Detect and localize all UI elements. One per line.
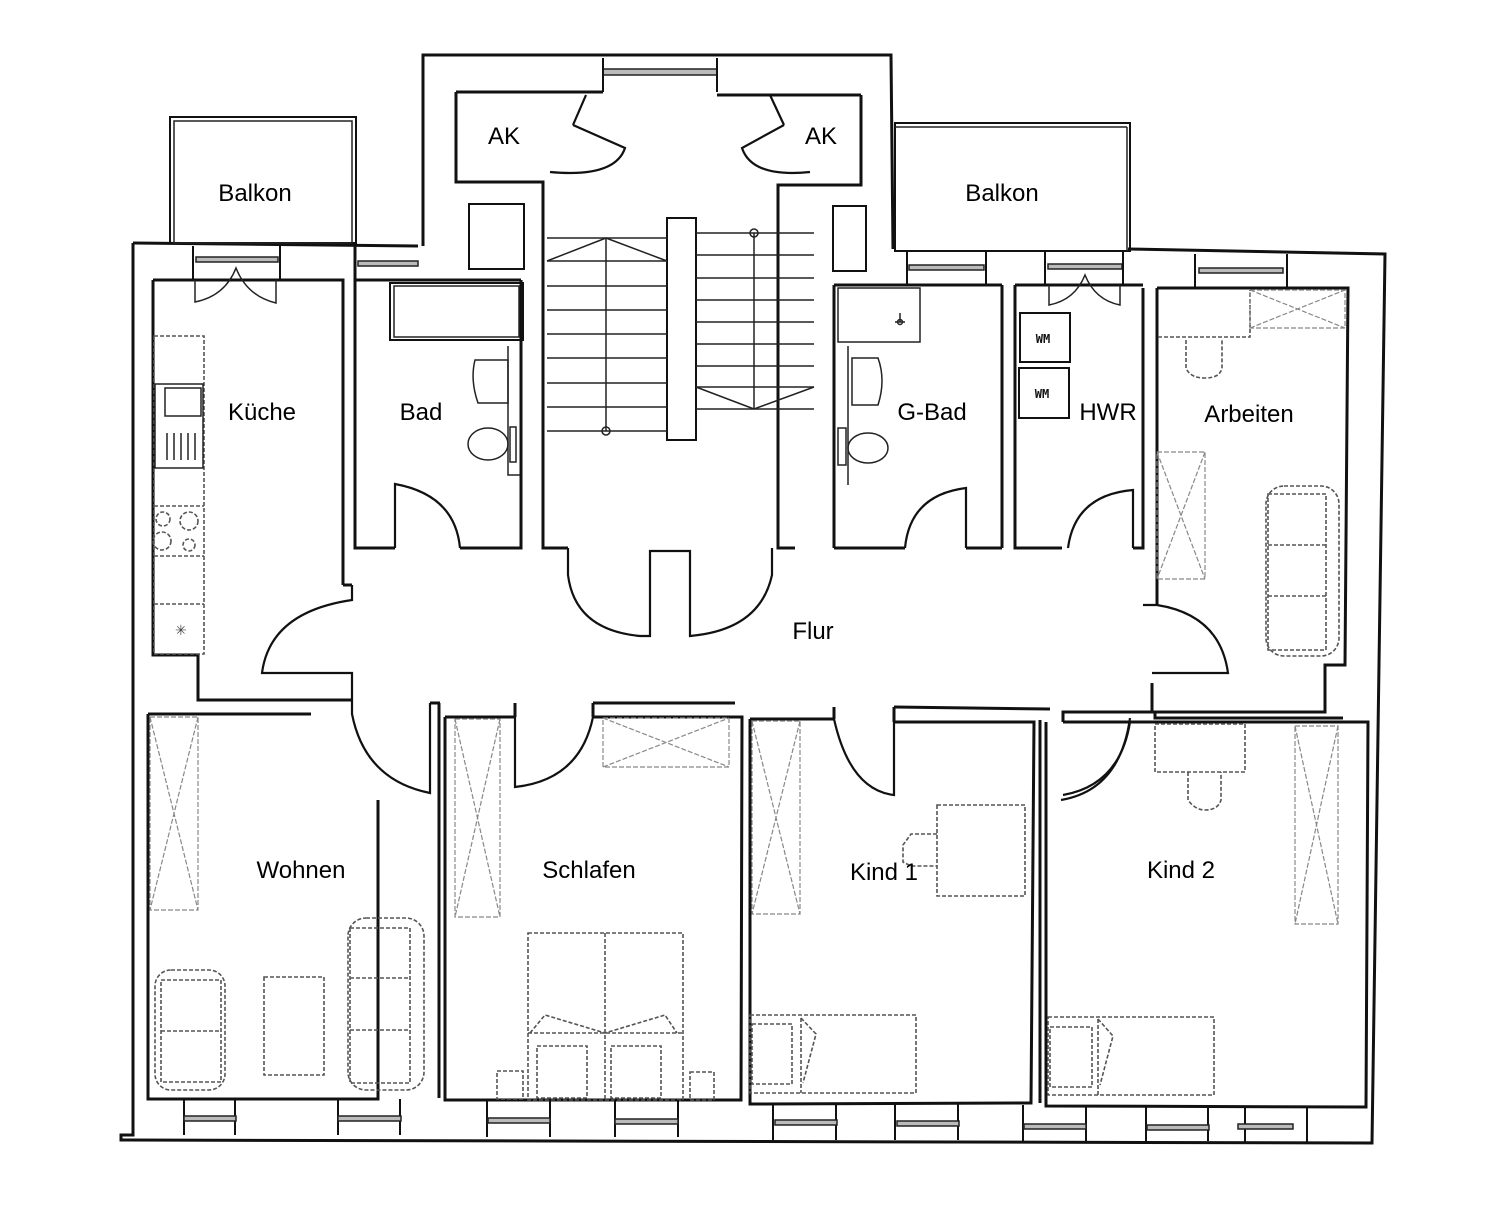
label-hwr: HWR <box>1079 399 1137 426</box>
label-arbeiten: Arbeiten <box>1204 401 1294 428</box>
label-kind2: Kind 2 <box>1146 857 1216 884</box>
washing-machine-icon: WM <box>1034 387 1050 401</box>
room-flur <box>260 583 354 700</box>
room-kueche: ✳ <box>151 246 352 702</box>
label-ak-right: AK <box>804 123 838 150</box>
outer-walls <box>119 53 1387 1145</box>
room-hwr <box>1013 252 1145 550</box>
balcony-left <box>169 116 357 244</box>
fridge-icon: ✳ <box>175 623 187 639</box>
label-kind1: Kind 1 <box>849 859 919 886</box>
label-balkon-left: Balkon <box>218 180 292 207</box>
room-schlafen <box>443 701 744 1102</box>
label-flur: Flur <box>792 618 834 645</box>
room-bad <box>353 246 524 550</box>
room-g-bad <box>832 283 1004 550</box>
room-wohnen <box>146 700 441 1101</box>
label-schlafen: Schlafen <box>542 857 636 884</box>
label-g-bad: G-Bad <box>897 399 967 426</box>
label-balkon-right: Balkon <box>965 180 1039 207</box>
balcony-right <box>894 122 1131 252</box>
room-kind2 <box>1044 710 1370 1109</box>
label-kueche: Küche <box>227 399 297 426</box>
room-kind1 <box>748 705 1132 1106</box>
label-wohnen: Wohnen <box>256 857 346 884</box>
room-arbeiten <box>1143 254 1350 714</box>
washing-machine-icon: WM <box>1035 332 1051 346</box>
top-windows <box>906 251 987 285</box>
stairwell <box>454 58 867 638</box>
label-ak-left: AK <box>487 123 521 150</box>
label-bad: Bad <box>399 399 443 426</box>
bottom-windows <box>183 1099 1308 1142</box>
